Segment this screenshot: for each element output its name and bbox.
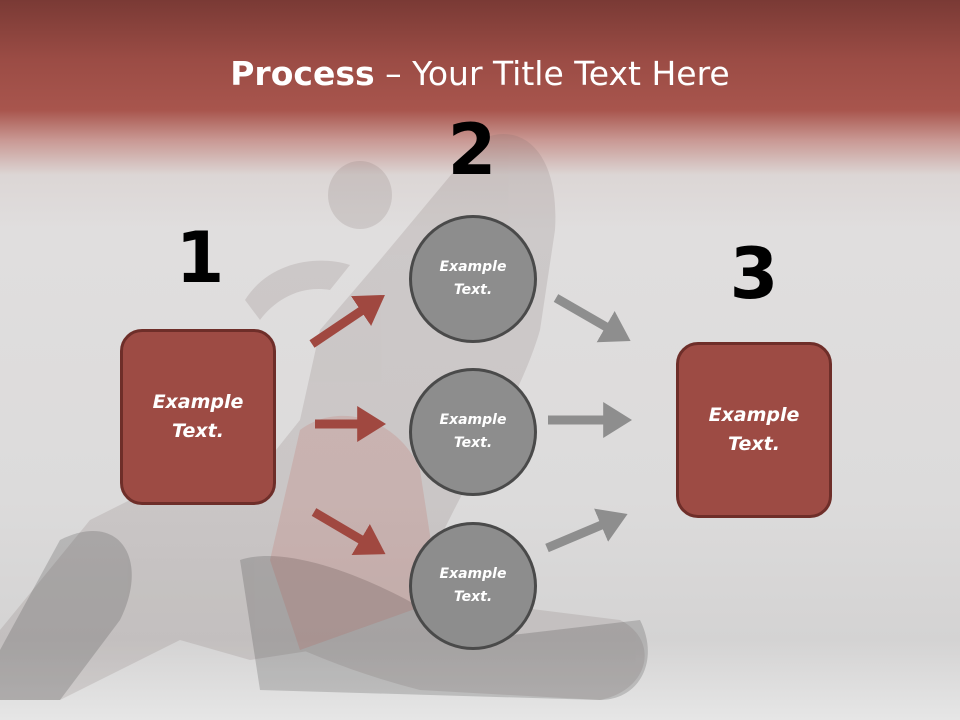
step-3-box-text: Example Text.	[708, 404, 800, 455]
step-number-1: 1	[175, 217, 225, 299]
circle-2-text: Example Text.	[439, 412, 507, 451]
arrow-from-circle-1	[553, 294, 631, 343]
step-number-2: 2	[447, 109, 497, 191]
arrow-to-circle-3	[311, 508, 386, 556]
step-1-box-text: Example Text.	[152, 391, 244, 442]
title-bold: Process	[230, 54, 375, 93]
arrow-from-circle-3	[545, 508, 628, 553]
step-1-box[interactable]: Example Text.	[120, 329, 276, 505]
slide-title: Process – Your Title Text Here	[0, 52, 960, 96]
step-2-circle-3[interactable]: Example Text.	[409, 522, 537, 650]
step-number-3: 3	[729, 233, 779, 315]
circle-1-text: Example Text.	[439, 259, 507, 298]
title-rest: – Your Title Text Here	[374, 54, 730, 93]
step-3-box[interactable]: Example Text.	[676, 342, 832, 518]
step-2-circle-2[interactable]: Example Text.	[409, 368, 537, 496]
arrow-to-circle-1	[309, 294, 385, 348]
step-2-circle-1[interactable]: Example Text.	[409, 215, 537, 343]
circle-3-text: Example Text.	[439, 566, 507, 605]
